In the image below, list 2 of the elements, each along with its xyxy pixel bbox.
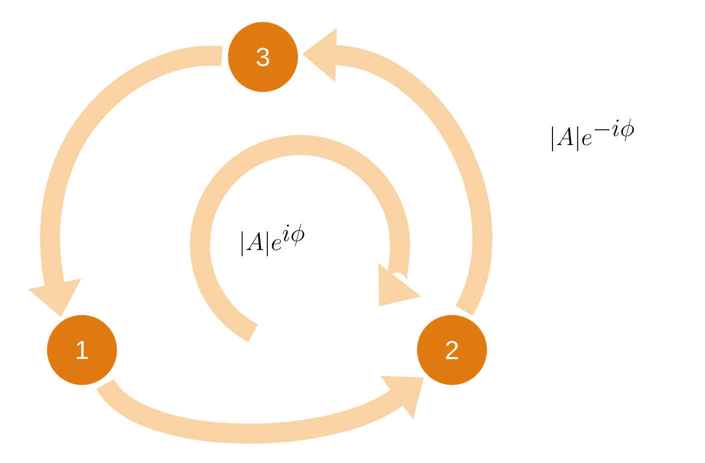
phase-label: $|A|e^{-i\phi}$ bbox=[552, 118, 634, 152]
phase-label: $|A|e^{i\phi}$ bbox=[242, 224, 304, 256]
